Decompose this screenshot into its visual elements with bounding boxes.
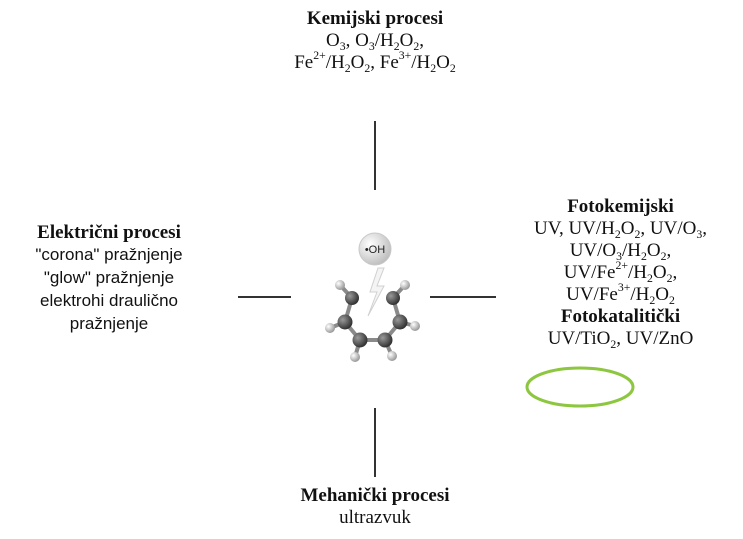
electrical-line-1: "corona" pražnjenje <box>35 245 183 265</box>
left-block: Električni procesi "corona" pražnjenje "… <box>2 222 216 336</box>
photochemical-line-2: UV/O3/H2O2, <box>569 240 672 264</box>
photochemical-line-1: UV, UV/H2O2, UV/O3, <box>533 218 708 242</box>
hydrogen-atoms <box>325 280 420 362</box>
connector-bottom <box>374 408 376 477</box>
mechanical-line-1: ultrazvuk <box>339 507 411 529</box>
photocatalytic-line: UV/TiO2, UV/ZnO <box>547 328 694 352</box>
electrical-line-2: "glow" pražnjenje <box>43 267 175 287</box>
photochemical-line-3: UV/Fe2+/H2O2, <box>563 259 678 286</box>
chemical-processes-title: Kemijski procesi <box>306 8 444 29</box>
photochemical-line-4: UV/Fe3+/H2O2 <box>566 281 675 308</box>
photochemical-title: Fotokemijski <box>567 196 674 217</box>
electrical-line-3: elektrohi draulično <box>40 290 178 310</box>
mechanical-processes-title: Mehanički procesi <box>300 485 450 506</box>
photocatalytic-title: Fotokatalitički <box>560 306 681 328</box>
connector-top <box>374 121 376 190</box>
chemical-processes-line-2: Fe2+/H2O2, Fe3+/H2O2 <box>294 49 456 76</box>
right-block: Fotokemijski UV, UV/H2O2, UV/O3, UV/O3/H… <box>498 196 743 352</box>
bottom-block: Mehanički procesi ultrazvuk <box>255 485 495 529</box>
carbon-atoms <box>337 291 408 348</box>
electrical-processes-title: Električni procesi <box>37 222 181 243</box>
connector-left <box>238 296 291 298</box>
connector-right <box>430 296 496 298</box>
electrical-line-4: pražnjenje <box>69 313 149 333</box>
top-block: Kemijski procesi O3, O3/H2O2, Fe2+/H2O2,… <box>255 8 495 76</box>
lightning-bolt-icon <box>367 267 385 317</box>
hydroxyl-radical-label: •OH <box>365 244 385 256</box>
hydroxyl-radical-ball <box>358 232 392 266</box>
chemical-processes-line-1: O3, O3/H2O2, <box>325 30 424 54</box>
highlight-ellipse <box>525 366 635 408</box>
